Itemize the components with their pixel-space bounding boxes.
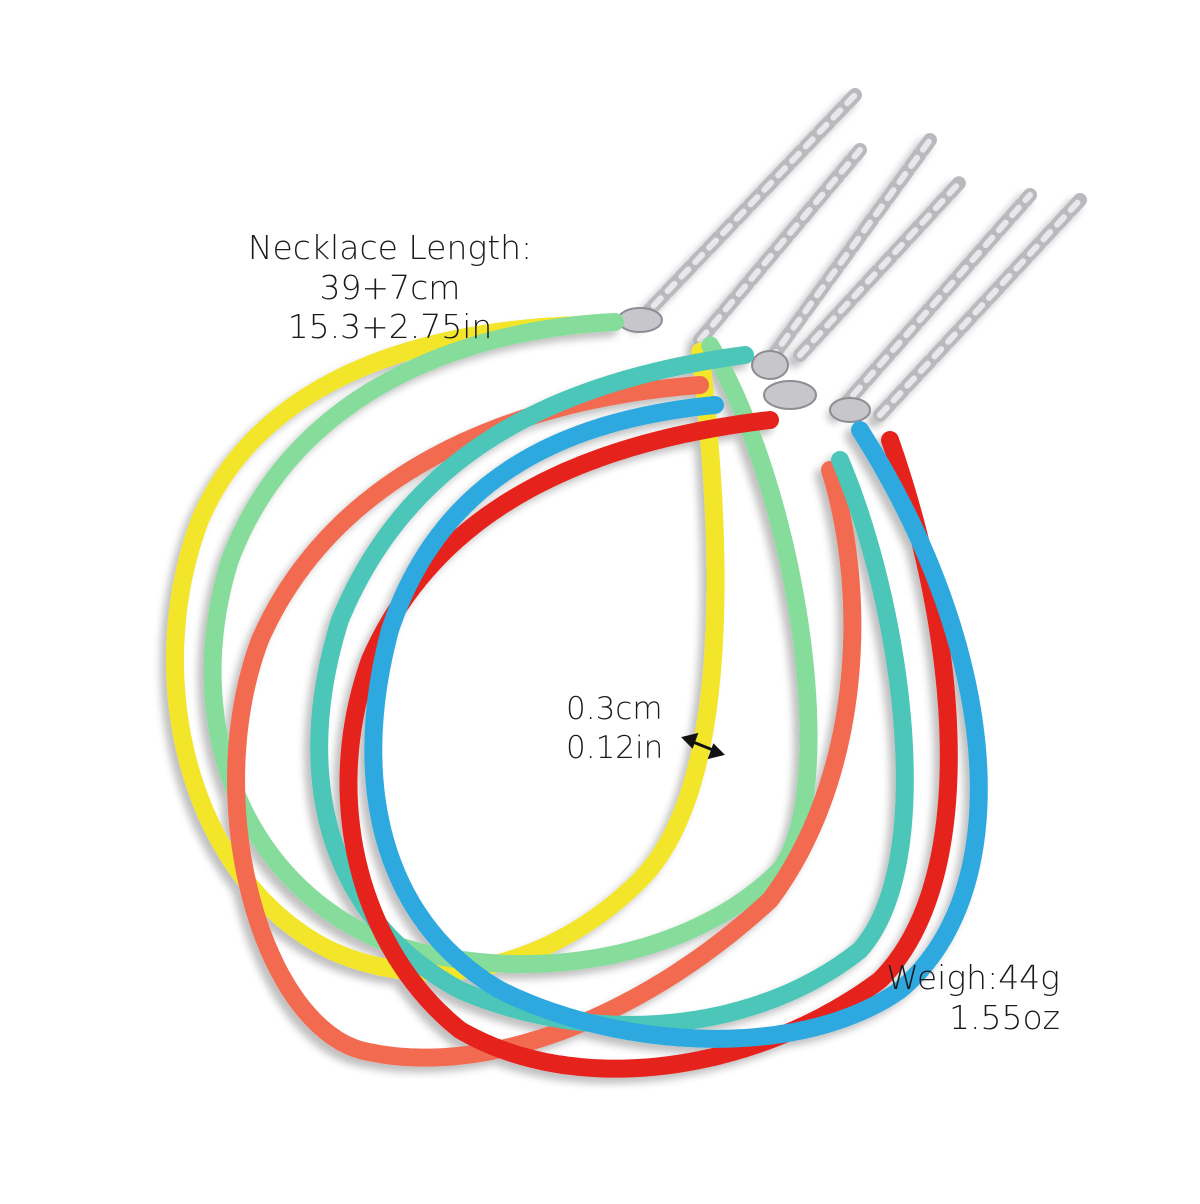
bead-size-imperial: 0.12in [566,729,664,766]
weight-annotation: Weigh:44g 1.55oz [850,958,1060,1037]
strand-turquoise [310,346,914,1034]
extender-chains [633,88,1087,422]
necklace-length-annotation: Necklace Length: 39+7cm 15.3+2.75in [220,228,560,347]
bead-size-metric: 0.3cm [566,691,663,727]
length-metric: 39+7cm [319,267,461,307]
weight-imperial: 1.55oz [949,997,1060,1037]
strand-coral [227,376,862,1067]
lobster-clasps [617,307,871,423]
double-arrow-icon [681,732,725,760]
bead-strands [166,313,988,1078]
length-imperial: 15.3+2.75in [287,307,493,347]
strand-blue [364,396,988,1048]
length-title: Necklace Length: [247,228,533,267]
bead-size-annotation: 0.3cm 0.12in [566,690,663,768]
strand-red [339,411,958,1078]
weight-metric: Weigh:44g [886,958,1060,997]
